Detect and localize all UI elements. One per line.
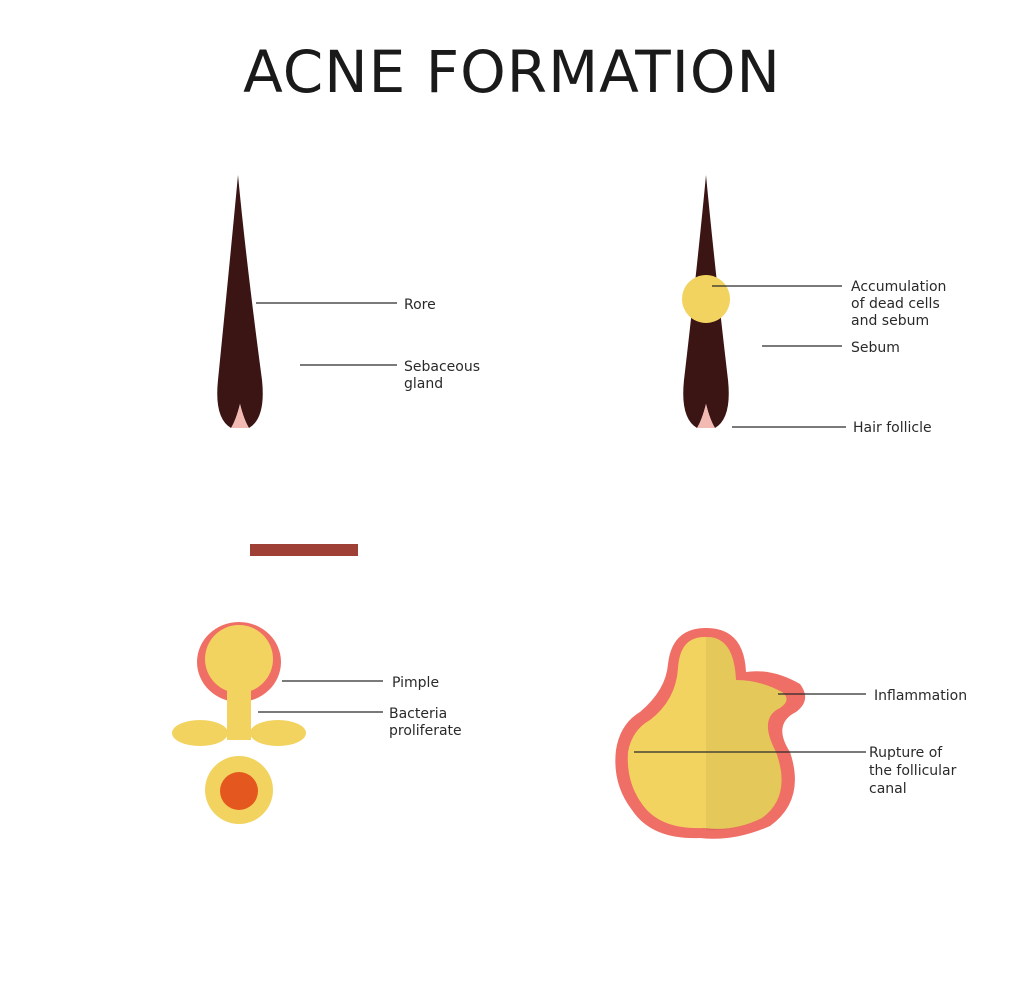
label-rupture-1: Rupture of <box>869 745 943 761</box>
label-accumulation-1: Accumulation <box>851 279 946 295</box>
label-sebaceous-1: Sebaceous <box>404 359 480 375</box>
sebum-gland <box>631 332 691 358</box>
label-bacteria-2: proliferate <box>389 723 462 739</box>
label-sebum: Sebum <box>851 340 900 356</box>
label-sebaceous-2: gland <box>404 376 443 392</box>
bacteria <box>220 772 258 810</box>
label-hair-follicle: Hair follicle <box>853 420 932 436</box>
label-rupture-3: canal <box>869 781 907 797</box>
panel-2 <box>631 175 730 428</box>
label-accumulation-3: and sebum <box>851 313 929 329</box>
panel-3 <box>172 622 306 824</box>
label-rupture-2: the follicular <box>869 763 957 779</box>
label-accumulation-2: of dead cells <box>851 296 940 312</box>
label-pore: Rore <box>404 297 436 313</box>
dead-cell-plug <box>682 275 730 323</box>
label-pimple: Pimple <box>392 675 439 691</box>
label-bacteria-1: Bacteria <box>389 706 447 722</box>
label-inflammation: Inflammation <box>874 688 967 704</box>
leader-lines <box>256 285 866 753</box>
hair-shaft <box>217 175 263 428</box>
diagram-title: ACNE FORMATION <box>243 38 781 106</box>
panel-4 <box>615 628 806 839</box>
panel-1 <box>171 175 358 556</box>
sebaceous-gland <box>171 333 223 357</box>
